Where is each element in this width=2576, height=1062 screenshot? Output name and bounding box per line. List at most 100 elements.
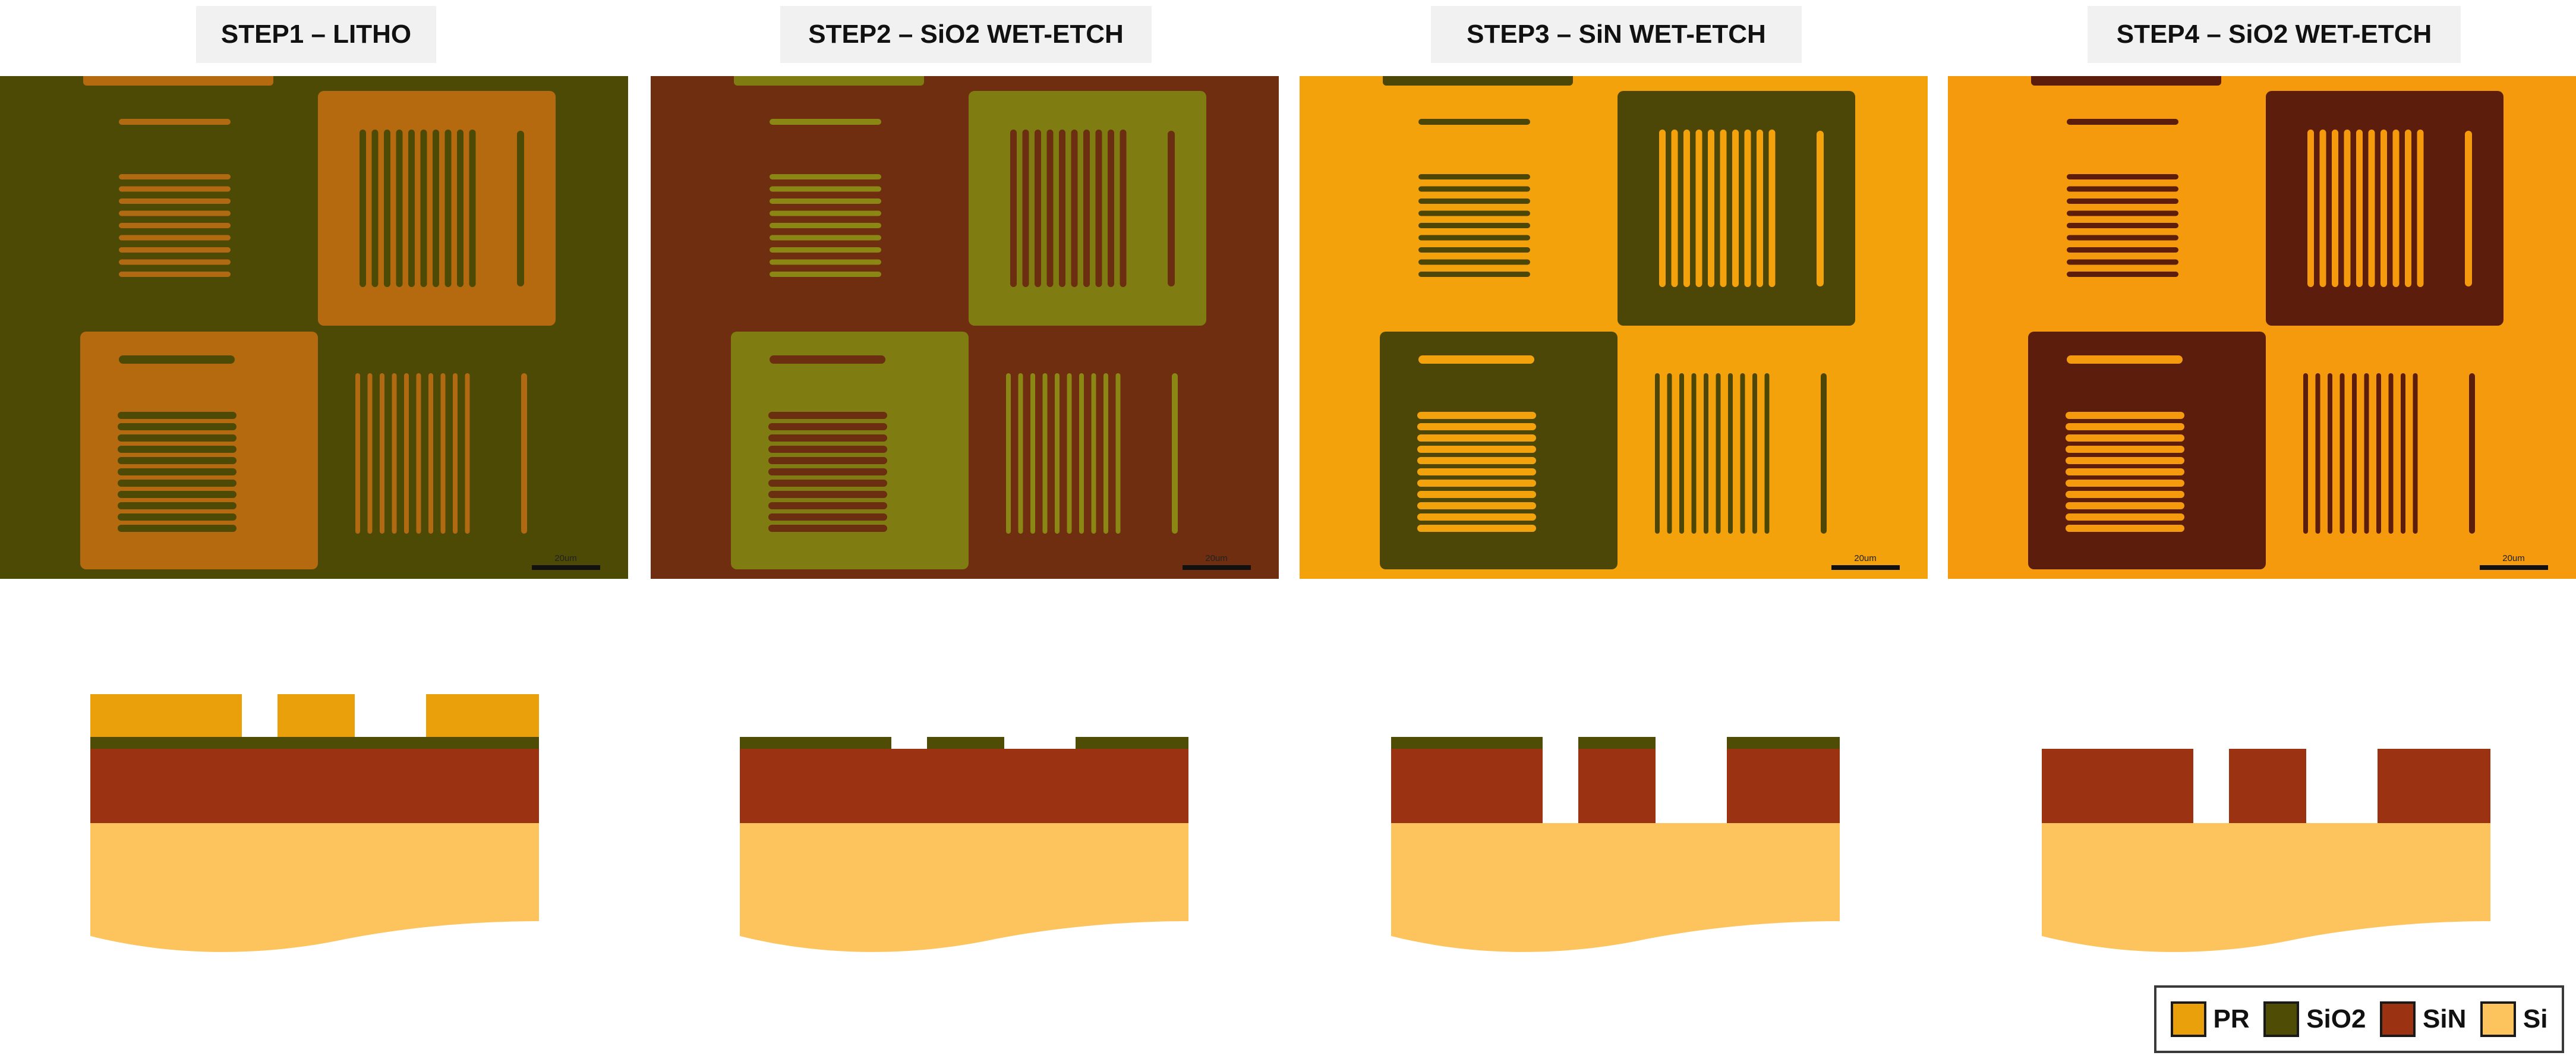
grating-line-top-right: [2356, 130, 2363, 287]
grating-line-bottom-right: [440, 373, 446, 534]
grating-line-top-left: [1418, 174, 1530, 179]
grating-line-top-left: [2067, 198, 2178, 204]
grating-line-bottom-right: [380, 373, 384, 534]
grating-line-bottom-right: [1752, 373, 1757, 534]
grating-line-top-right: [469, 130, 476, 287]
grating-line-bottom-right: [2315, 373, 2320, 534]
single-line-bottom-right: [1172, 373, 1178, 534]
legend-item-sio2: SiO2: [2263, 1001, 2366, 1037]
legend-swatch-pr: [2170, 1001, 2206, 1037]
grating-line-top-right: [433, 130, 439, 287]
scale-bar-label: 20um: [1205, 553, 1228, 563]
sio2-pillar: [1076, 737, 1188, 749]
grating-line-top-right: [1120, 130, 1127, 287]
micrograph-svg-4: 20um: [1948, 76, 2576, 579]
grating-line-top-right: [2392, 130, 2400, 287]
sin-layer: [90, 749, 539, 823]
cross-section-svg-4: [2042, 749, 2490, 952]
grating-line-top-right: [1732, 130, 1739, 287]
grating-line-bottom-right: [416, 373, 421, 534]
grating-line-bottom-left: [2066, 446, 2184, 453]
grating-line-bottom-right: [1691, 373, 1697, 534]
grating-line-top-right: [1659, 130, 1666, 287]
legend-item-sin: SiN: [2380, 1001, 2466, 1037]
grating-line-top-left: [770, 174, 881, 179]
grating-line-top-left: [1418, 272, 1530, 277]
grating-line-bottom-left: [118, 434, 237, 442]
micrograph-step-1: 20um: [0, 76, 628, 579]
grating-line-bottom-left: [768, 480, 887, 487]
grating-line-bottom-right: [1042, 373, 1048, 534]
legend-label-sio2: SiO2: [2306, 1004, 2366, 1033]
grating-line-bottom-left: [1417, 457, 1536, 464]
grating-line-top-right: [1083, 130, 1090, 287]
grating-line-top-left: [770, 210, 881, 216]
legend: PR SiO2 SiN Si: [2154, 985, 2564, 1053]
single-line-top-left: [770, 119, 881, 125]
grating-line-top-left: [770, 272, 881, 277]
grating-line-bottom-right: [1018, 373, 1023, 534]
legend-label-pr: PR: [2213, 1004, 2250, 1033]
partial-square-top: [734, 76, 924, 86]
grating-line-bottom-left: [1417, 502, 1536, 509]
grating-line-bottom-right: [2303, 373, 2308, 534]
grating-line-bottom-right: [1716, 373, 1721, 534]
grating-line-bottom-right: [1103, 373, 1108, 534]
sio2-pillar: [1578, 737, 1656, 749]
grating-line-bottom-left: [768, 412, 887, 419]
scale-bar: [1183, 565, 1251, 570]
cross-section-step-4: [2042, 683, 2505, 952]
grating-line-bottom-right: [2413, 373, 2418, 534]
grating-line-bottom-right: [2339, 373, 2345, 534]
grating-line-bottom-right: [1679, 373, 1684, 534]
sin-pillar: [2378, 749, 2490, 823]
cross-section-svg-3: [1391, 737, 1840, 952]
grating-line-bottom-right: [1067, 373, 1072, 534]
grating-line-bottom-right: [2401, 373, 2405, 534]
grating-line-bottom-left: [118, 412, 237, 419]
grating-line-bottom-right: [2328, 373, 2332, 534]
grating-line-top-left: [770, 235, 881, 241]
grating-line-top-left: [770, 247, 881, 253]
grating-line-top-right: [2332, 130, 2338, 287]
scale-bar: [532, 565, 600, 570]
grating-line-bottom-right: [453, 373, 458, 534]
grating-line-top-left: [119, 186, 231, 192]
grating-line-top-left: [2067, 186, 2178, 192]
grating-line-bottom-right: [392, 373, 397, 534]
grating-line-bottom-left: [768, 468, 887, 475]
grating-line-top-left: [119, 272, 231, 277]
grating-line-top-right: [420, 130, 427, 287]
grating-line-bottom-left: [2066, 480, 2184, 487]
grating-line-bottom-right: [1764, 373, 1770, 534]
grating-line-top-right: [371, 130, 379, 287]
grating-line-bottom-left: [118, 423, 237, 430]
grating-line-bottom-left: [118, 480, 237, 487]
grating-line-bottom-right: [367, 373, 373, 534]
grating-line-top-left: [770, 186, 881, 192]
grating-line-bottom-left: [2066, 423, 2184, 430]
grating-line-bottom-left: [2066, 502, 2184, 509]
grating-line-bottom-left: [118, 446, 237, 453]
grating-line-bottom-left: [1417, 446, 1536, 453]
grating-line-bottom-right: [1091, 373, 1096, 534]
grating-line-bottom-left: [768, 423, 887, 430]
grating-line-top-left: [119, 223, 231, 228]
grating-line-top-left: [119, 198, 231, 204]
grating-line-top-right: [1059, 130, 1065, 287]
micrograph-step-2: 20um: [651, 76, 1279, 579]
grating-line-top-right: [1683, 130, 1690, 287]
scale-bar-label: 20um: [1854, 553, 1877, 563]
grating-line-top-right: [408, 130, 415, 287]
step-4-title: STEP4 – SiO2 WET-ETCH: [2088, 6, 2461, 63]
single-line-bottom-right: [2469, 373, 2475, 534]
single-line-bottom-left: [119, 355, 235, 364]
grating-line-bottom-right: [1704, 373, 1708, 534]
grating-line-bottom-right: [2352, 373, 2357, 534]
grating-line-top-left: [770, 223, 881, 228]
grating-line-bottom-left: [2066, 513, 2184, 521]
sin-pillar: [1578, 749, 1656, 823]
grating-line-top-right: [1695, 130, 1702, 287]
scale-bar-label: 20um: [554, 553, 577, 563]
grating-line-bottom-right: [1740, 373, 1745, 534]
